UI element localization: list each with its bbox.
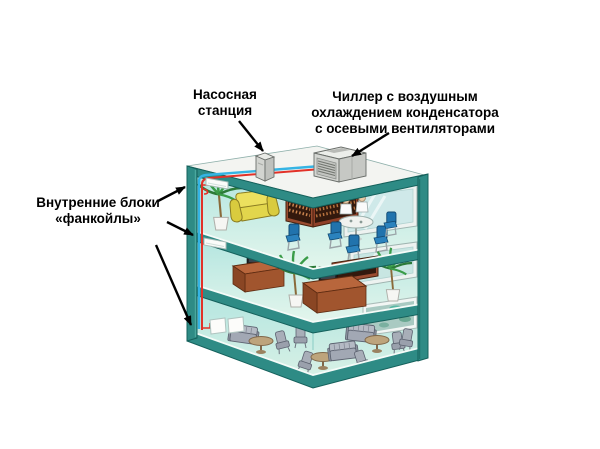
arrow-to-fan-coil-bottom [154, 244, 193, 326]
fan-coil-unit-floor3 [205, 177, 229, 190]
roof-piping [197, 164, 322, 185]
return-pipe-roof [201, 168, 322, 185]
annotation-arrows [154, 120, 390, 326]
arrow-to-fan-coil-top [157, 185, 186, 203]
floor1-room [187, 293, 427, 375]
arrow-to-pump-station [238, 120, 264, 152]
fan-coil-unit-floor1-a [209, 317, 227, 335]
label-pump-station: Насосная станция [150, 87, 300, 119]
pump-station-unit [254, 152, 276, 182]
structure-slabs [186, 145, 429, 389]
label-line: «фанкойлы» [55, 211, 141, 226]
left-wall-edge [186, 165, 198, 342]
label-line: Насосная [193, 87, 257, 102]
label-line: Внутренние блоки [36, 195, 160, 210]
supply-pipe-roof [197, 164, 322, 182]
arrow-to-chiller [351, 131, 390, 158]
label-line: охлаждением конденсатора [311, 105, 499, 120]
label-fan-coils: Внутренние блоки «фанкойлы» [22, 195, 174, 227]
arrow-to-fan-coil-middle [166, 220, 194, 237]
yellow-sofa [229, 189, 280, 223]
label-chiller: Чиллер с воздушным охлаждением конденсат… [293, 89, 517, 137]
right-wall-edge [417, 173, 429, 362]
fan-coil-unit-floor1-b [227, 316, 245, 334]
fan-coil-unit-floor2 [203, 237, 227, 250]
label-line: станция [197, 103, 253, 118]
cafe-loveseat [326, 340, 360, 362]
label-line: Чиллер с воздушным [332, 89, 478, 104]
label-line: с осевыми вентиляторами [314, 121, 496, 136]
